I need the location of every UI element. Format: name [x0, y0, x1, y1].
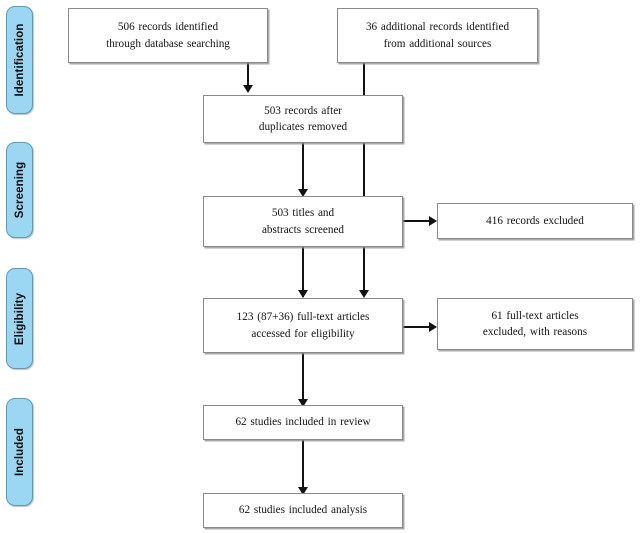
- box-line-2: through database searching: [106, 37, 230, 50]
- box-text-records-excluded: 416 records excluded: [480, 213, 590, 229]
- box-text-fulltext-excluded: 61 full-text articles excluded, with rea…: [477, 308, 593, 340]
- box-line-1: 506 records identified: [117, 21, 219, 34]
- box-line-2: excluded, with reasons: [482, 326, 588, 338]
- connector-screened-to-eligibility: [302, 247, 304, 297]
- box-records-identified-database: 506 records identified through database …: [68, 8, 268, 63]
- arrowhead-review-to-analysis: [298, 487, 308, 495]
- box-studies-included-review: 62 studies included in review: [203, 405, 403, 440]
- box-records-identified-additional: 36 additional records identified from ad…: [337, 8, 538, 63]
- connector-review-to-analysis: [302, 440, 304, 494]
- arrowhead-eligibility-to-review: [298, 399, 308, 407]
- box-text-studies-included-analysis: 62 studies included analysis: [233, 502, 373, 518]
- stage-label-eligibility: Eligibility: [13, 292, 26, 345]
- box-line-1: 503 titles and: [271, 207, 335, 220]
- box-line-1: 36 additional records identified: [365, 21, 510, 34]
- box-fulltext-assessed: 123 (87+36) full-text articles accessed …: [203, 298, 403, 353]
- box-records-after-duplicates: 503 records after duplicates removed: [203, 95, 403, 143]
- stage-pill-included: Included: [6, 398, 33, 506]
- box-line-2: duplicates removed: [258, 121, 348, 133]
- arrowhead-additional-to-eligibility: [359, 290, 369, 298]
- stage-label-included: Included: [13, 427, 26, 477]
- stage-label-screening: Screening: [13, 161, 26, 219]
- box-line-1: 62 studies included analysis: [238, 504, 368, 517]
- box-text-fulltext-assessed: 123 (87+36) full-text articles accessed …: [231, 309, 376, 341]
- stage-pill-screening: Screening: [6, 142, 33, 238]
- box-text-records-identified-additional: 36 additional records identified from ad…: [360, 19, 515, 51]
- stage-pill-eligibility: Eligibility: [6, 268, 33, 369]
- stage-pill-identification: Identification: [6, 6, 33, 114]
- arrowhead-identified-to-duplicates: [243, 85, 253, 93]
- box-line-1: 61 full-text articles: [491, 309, 579, 322]
- box-studies-included-analysis: 62 studies included analysis: [203, 493, 403, 528]
- connector-duplicates-to-screened: [302, 143, 304, 195]
- box-line-2: abstracts screened: [261, 223, 345, 236]
- box-text-titles-abstracts-screened: 503 titles and abstracts screened: [256, 205, 350, 237]
- box-fulltext-excluded: 61 full-text articles excluded, with rea…: [437, 298, 633, 350]
- arrowhead-screened-to-eligibility: [298, 290, 308, 298]
- arrowhead-eligibility-to-fulltext-excluded: [429, 322, 437, 332]
- box-line-2: accessed for eligibility: [251, 327, 355, 340]
- connector-additional-to-eligibility: [363, 63, 365, 295]
- box-text-studies-included-review: 62 studies included in review: [229, 414, 376, 430]
- arrowhead-duplicates-to-screened: [298, 189, 308, 197]
- box-line-2: from additional sources: [383, 37, 492, 50]
- box-titles-abstracts-screened: 503 titles and abstracts screened: [203, 196, 403, 247]
- box-records-excluded: 416 records excluded: [437, 203, 633, 239]
- connector-eligibility-to-fulltext-excluded: [403, 326, 435, 328]
- connector-eligibility-to-review: [302, 353, 304, 407]
- box-line-1: 123 (87+36) full-text articles: [236, 311, 370, 324]
- box-text-records-identified-database: 506 records identified through database …: [100, 19, 236, 51]
- box-line-1: 416 records excluded: [486, 214, 584, 227]
- connector-screened-to-excluded: [403, 220, 435, 222]
- box-text-records-after-duplicates: 503 records after duplicates removed: [253, 103, 353, 135]
- box-line-1: 503 records after: [264, 104, 342, 117]
- arrowhead-screened-to-excluded: [429, 216, 437, 226]
- box-line-1: 62 studies included in review: [235, 416, 371, 429]
- connector-identified-to-duplicates: [247, 63, 249, 88]
- stage-label-identification: Identification: [13, 23, 26, 97]
